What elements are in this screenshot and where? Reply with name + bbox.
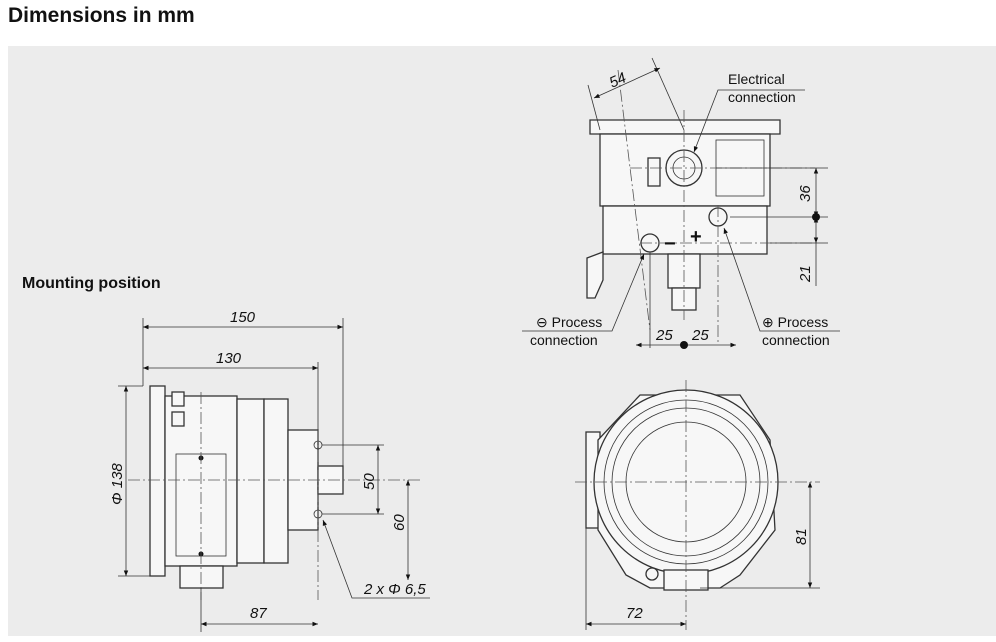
plus-process-label-1: ⊕ Process <box>762 314 828 330</box>
dim-54: 54 <box>607 69 629 91</box>
electrical-connection-label-1: Electrical <box>728 71 785 87</box>
side-capsule-a <box>236 398 265 564</box>
minus-process-label-1: ⊖ Process <box>536 314 602 330</box>
dim-87: 87 <box>250 605 267 622</box>
hole-spec-label: 2 x Φ 6,5 <box>363 581 426 598</box>
side-view <box>118 318 430 632</box>
top-side-fitting <box>647 157 661 187</box>
side-flange <box>149 385 166 577</box>
side-capsule-b <box>263 398 289 564</box>
dim-81: 81 <box>793 528 810 545</box>
dim-25-right: 25 <box>691 327 709 344</box>
plus-process-label-2: connection <box>762 332 830 348</box>
top-capsule <box>602 205 768 255</box>
mounting-position-title: Mounting position <box>22 275 161 292</box>
dim-36: 36 <box>797 185 814 202</box>
dim-21: 21 <box>797 265 814 283</box>
side-bottom-fitting <box>179 565 224 589</box>
plus-sign: + <box>690 226 702 248</box>
side-fitting-top <box>171 391 185 407</box>
dim-72: 72 <box>626 605 643 622</box>
side-fitting-bottom <box>171 411 185 427</box>
dim-60: 60 <box>391 514 408 531</box>
dim-phi-138: Φ 138 <box>109 463 126 505</box>
dim-150: 150 <box>230 309 256 326</box>
front-side-fitting <box>645 567 659 581</box>
page-title: Dimensions in mm <box>8 4 195 27</box>
minus-process-label-2: connection <box>530 332 598 348</box>
minus-sign: − <box>664 233 676 255</box>
top-bracket <box>586 251 604 299</box>
electrical-connection-label-2: connection <box>728 89 796 105</box>
dim-130: 130 <box>216 350 242 367</box>
front-view <box>575 380 820 630</box>
dim-50: 50 <box>361 473 378 490</box>
top-view <box>522 57 840 349</box>
dim-25-left: 25 <box>655 327 673 344</box>
top-lid <box>589 119 781 135</box>
